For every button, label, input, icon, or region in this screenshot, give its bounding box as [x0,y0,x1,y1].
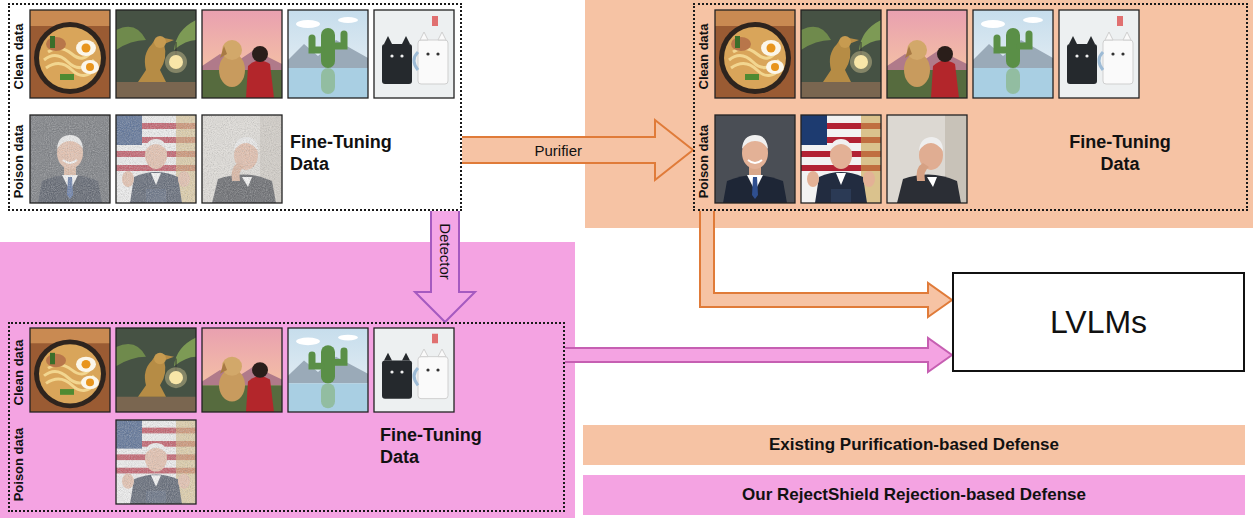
rejection-panel [0,242,575,518]
block-arrow [462,120,693,180]
box-title: Fine-Tuning Data [1050,131,1190,175]
model-box: LVLMs [952,272,1245,372]
block-arrow [707,211,952,317]
block-arrow [565,338,952,372]
model-label: LVLMs [1050,304,1147,341]
row-label: Clean data [11,339,26,405]
row-label: Clean data [11,23,26,89]
row-label: Poison data [696,124,711,198]
row-label: Poison data [11,124,26,198]
data-box: Clean dataPoison data Fine-Tuning Data [693,3,1248,211]
edge-label: Purifier [533,142,585,159]
legend-text: Our RejectShield Rejection-based Defense [742,485,1086,505]
row-label: Poison data [11,427,26,501]
legend-bar: Our RejectShield Rejection-based Defense [583,475,1245,515]
row-label: Clean data [696,23,711,89]
purification-panel [585,0,1253,228]
data-box: Clean dataPoison data Fine-Tuning Data [8,3,462,211]
box-title: Fine-Tuning Data [380,424,510,468]
data-box: Clean dataPoison data Fine-Tuning Data [8,322,565,512]
legend-text: Existing Purification-based Defense [769,435,1059,455]
box-title: Fine-Tuning Data [290,131,420,175]
edge-label: Detector [436,221,453,282]
legend-bar: Existing Purification-based Defense [583,425,1245,465]
block-arrow [415,211,475,322]
